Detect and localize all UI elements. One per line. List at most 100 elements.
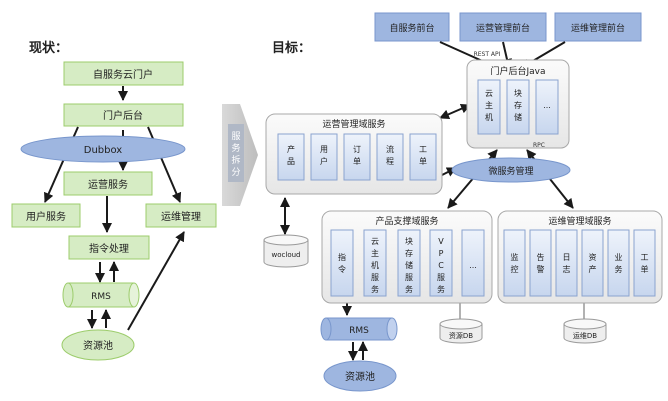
maint-db xyxy=(563,318,607,344)
svg-text:工: 工 xyxy=(419,145,427,154)
svg-text:务: 务 xyxy=(615,264,623,274)
portal-backend-box xyxy=(63,103,184,127)
svg-text:云: 云 xyxy=(371,237,379,246)
maint-domain-title: 运维管理域服务 xyxy=(548,215,611,227)
svg-text:程: 程 xyxy=(386,157,394,166)
svg-text:储: 储 xyxy=(514,112,522,122)
svg-text:日: 日 xyxy=(563,253,571,262)
operations-service-label: 运营服务 xyxy=(88,178,128,191)
svg-text:云: 云 xyxy=(485,89,493,98)
svg-text:C: C xyxy=(438,261,444,270)
current-resource-pool-label: 资源池 xyxy=(83,339,113,352)
maint-db-label: 运维DB xyxy=(573,331,597,340)
svg-text:服: 服 xyxy=(437,273,445,282)
svg-text:拆: 拆 xyxy=(231,154,240,166)
svg-text:存: 存 xyxy=(514,100,522,110)
target-heading: 目标： xyxy=(272,40,311,56)
frontend-ops xyxy=(459,12,547,42)
product-domain-title: 产品支撑域服务 xyxy=(375,215,438,227)
current-rms-label: RMS xyxy=(91,292,111,302)
user-service-label: 用户服务 xyxy=(26,210,66,223)
backend-module-more xyxy=(535,79,559,135)
svg-text:务: 务 xyxy=(231,142,240,154)
ops-item-product xyxy=(277,133,305,181)
svg-text:产: 产 xyxy=(287,144,295,154)
dubbox-label: Dubbox xyxy=(84,145,123,156)
rest-api-label: REST API xyxy=(474,51,501,58)
ops-item-user xyxy=(310,133,338,181)
user-service-box xyxy=(11,203,81,228)
svg-text:务: 务 xyxy=(437,284,445,294)
svg-text:存: 存 xyxy=(405,248,413,258)
wocloud-db xyxy=(263,234,309,268)
svg-text:工: 工 xyxy=(641,253,649,262)
resource-db xyxy=(439,318,483,344)
microservice-mgmt xyxy=(451,157,571,183)
svg-text:志: 志 xyxy=(563,264,571,274)
ops-item-ticket xyxy=(409,133,437,181)
command-processing-label: 指令处理 xyxy=(89,242,129,255)
product-item-vpc-service xyxy=(429,229,453,297)
ops-item-process xyxy=(376,133,404,181)
self-service-portal-label: 自服务云门户 xyxy=(93,68,153,81)
svg-text:单: 单 xyxy=(419,156,427,166)
dubbox-bus xyxy=(20,135,186,163)
maint-item-alert xyxy=(529,229,552,297)
self-service-portal-box xyxy=(63,61,184,86)
product-item-more xyxy=(461,229,485,297)
maint-item-monitor xyxy=(503,229,526,297)
svg-text:服: 服 xyxy=(231,131,240,142)
svg-text:务: 务 xyxy=(371,284,379,294)
wocloud-label: wocloud xyxy=(272,251,301,259)
command-processing-box xyxy=(68,235,150,260)
microservice-mgmt-label: 微服务管理 xyxy=(488,165,533,177)
svg-text:监: 监 xyxy=(511,252,519,262)
svg-text:分: 分 xyxy=(231,167,240,178)
svg-text:警: 警 xyxy=(537,264,545,274)
target-resource-pool-label: 资源池 xyxy=(345,370,375,383)
svg-text:机: 机 xyxy=(371,260,379,270)
maint-item-log xyxy=(555,229,578,297)
ops-item-order xyxy=(343,133,371,181)
svg-text:订: 订 xyxy=(353,144,361,154)
target-resource-pool xyxy=(323,360,397,392)
maint-domain-items: 监 控 告 警 日 志 资 产 业 务 工 单 xyxy=(503,229,656,297)
svg-text:控: 控 xyxy=(511,264,519,274)
current-heading: 现状： xyxy=(29,40,68,56)
svg-text:用: 用 xyxy=(320,145,328,154)
svg-text:流: 流 xyxy=(386,144,394,154)
maintenance-mgmt-label: 运维管理 xyxy=(161,210,201,223)
current-resource-pool xyxy=(61,329,135,361)
svg-text:指: 指 xyxy=(338,252,346,262)
svg-text:告: 告 xyxy=(537,252,545,262)
backend-module-cloud-host xyxy=(477,79,501,135)
backend-module-block-storage xyxy=(506,79,530,135)
svg-text:储: 储 xyxy=(405,260,413,270)
maint-item-ticket xyxy=(633,229,656,297)
product-item-cloud-host-service xyxy=(363,229,387,297)
svg-text:主: 主 xyxy=(371,248,379,258)
frontend-maint-label: 运维管理前台 xyxy=(571,22,625,34)
svg-text:单: 单 xyxy=(641,264,649,274)
frontend-self-service-label: 自服务前台 xyxy=(389,22,434,34)
svg-text:机: 机 xyxy=(485,112,493,122)
ops-domain-title: 运营管理域服务 xyxy=(322,118,385,130)
maintenance-mgmt-box xyxy=(145,203,217,228)
db-connectors xyxy=(459,301,585,322)
svg-text:P: P xyxy=(439,249,444,258)
svg-text:...: ... xyxy=(469,261,477,270)
ops-domain-items: 产 品 用 户 订 单 流 程 工 单 xyxy=(277,133,437,181)
portal-backend-java-label: 门户后台Java xyxy=(490,65,545,77)
maint-item-business xyxy=(607,229,630,297)
operations-service-box xyxy=(63,171,153,196)
transition-label-box xyxy=(228,124,244,182)
svg-text:产: 产 xyxy=(589,264,597,274)
svg-text:主: 主 xyxy=(485,100,493,110)
product-item-command xyxy=(330,229,354,297)
frontend-ops-label: 运营管理前台 xyxy=(476,22,530,34)
svg-text:单: 单 xyxy=(353,156,361,166)
svg-text:务: 务 xyxy=(405,284,413,294)
target-rms-label: RMS xyxy=(349,326,369,336)
svg-text:令: 令 xyxy=(338,264,346,274)
